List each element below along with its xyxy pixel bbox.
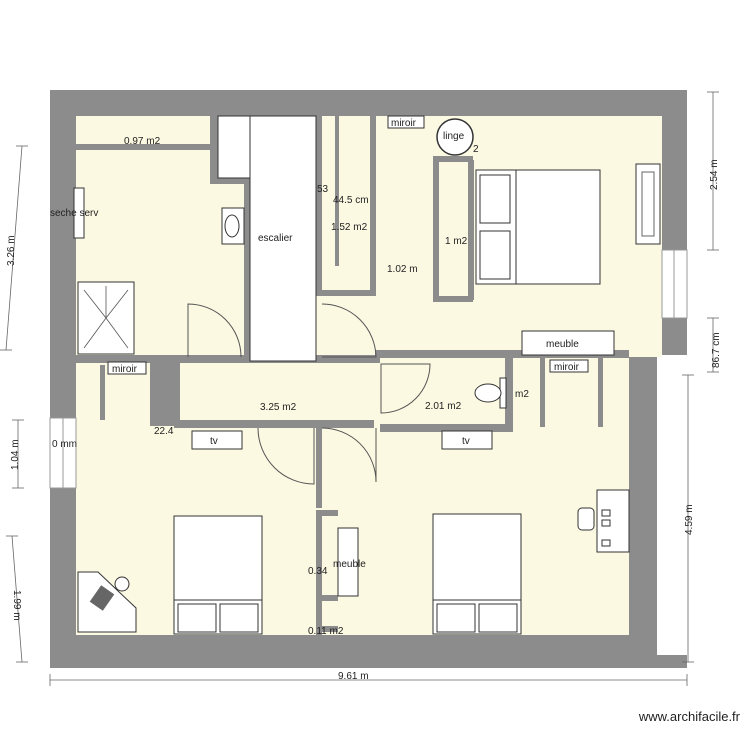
label-tv-left: tv	[210, 436, 218, 447]
windows	[49, 249, 688, 489]
shower-drain-lines	[83, 286, 129, 349]
bed-left	[173, 515, 263, 635]
label-area-2-01: 2.01 m2	[425, 401, 462, 412]
label-dim-0-34: 0.34	[308, 566, 328, 577]
dim-right-bottom: 4.59 m	[684, 504, 695, 535]
label-seche-serv: seche serv	[50, 208, 98, 219]
bed-master	[475, 169, 601, 285]
label-miroir-right: miroir	[554, 362, 580, 373]
stair-landing	[217, 115, 251, 179]
label-dim-22-4: 22.4	[154, 426, 174, 437]
dim-left-bottom: 1.99 m	[11, 590, 22, 621]
wc-bowl	[474, 383, 502, 403]
label-area-0-97: 0.97 m2	[124, 136, 161, 147]
label-dim-1-02: 1.02 m	[387, 264, 418, 275]
dresser-right	[635, 163, 661, 245]
notch-wall	[629, 350, 657, 668]
dim-right-top: 2.54 m	[709, 159, 720, 190]
dimension-lines	[0, 91, 719, 686]
label-miroir-left: miroir	[112, 364, 138, 375]
doors	[187, 303, 431, 485]
miroir-top-box	[387, 115, 425, 129]
exterior-notch	[657, 355, 707, 655]
dimension-labels: 9.61 m 2.54 m 86.7 cm 4.59 m 3.26 m 1.04…	[6, 159, 722, 682]
tv-right-box	[441, 430, 493, 450]
chair-right	[577, 507, 611, 547]
label-meuble-center: meuble	[333, 559, 366, 570]
meuble-center-box	[337, 527, 359, 597]
label-linge-2: 2	[473, 144, 479, 155]
desk-left	[77, 571, 137, 633]
label-area-0-11: 0.11 m2	[308, 626, 344, 637]
sink-basin	[224, 214, 240, 238]
label-dim-53: 53	[317, 184, 329, 195]
tv-left-box	[191, 430, 243, 450]
dim-right-mid: 86.7 cm	[711, 332, 722, 368]
seche-serv-bar	[73, 187, 85, 239]
miroir-right-box	[549, 359, 589, 373]
miroir-left-box	[107, 361, 147, 375]
label-area-1-52: 1.52 m2	[331, 222, 368, 233]
label-area-3-25: 3.25 m2	[260, 402, 297, 413]
label-m2-wc: m2	[515, 389, 529, 400]
dim-bottom-total: 9.61 m	[338, 671, 369, 682]
room-labels: 0.97 m2 seche serv escalier miroir linge…	[50, 118, 580, 637]
label-area-1: 1 m2	[445, 236, 468, 247]
dim-left-top: 3.26 m	[6, 235, 17, 266]
label-escalier: escalier	[258, 233, 293, 244]
bed-right	[432, 513, 522, 635]
label-tv-right: tv	[462, 436, 470, 447]
label-meuble-right: meuble	[546, 339, 579, 350]
watermark: www.archifacile.fr	[638, 709, 740, 724]
dresser-right-inner	[641, 171, 655, 237]
label-dim-0mm: 0 mm	[52, 439, 77, 450]
label-dim-44-5: 44.5 cm	[333, 195, 369, 206]
label-miroir-top: miroir	[391, 118, 417, 129]
staircase	[249, 115, 317, 362]
dim-left-mid: 1.04 m	[10, 439, 21, 470]
meuble-right-box	[521, 330, 615, 356]
label-linge: linge	[443, 131, 465, 142]
linge-basket	[436, 118, 474, 156]
